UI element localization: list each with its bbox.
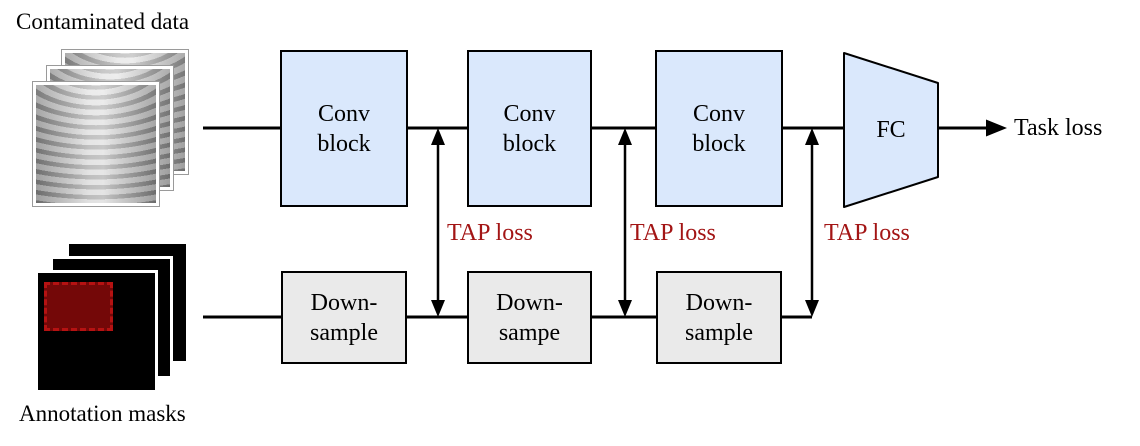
tap-arrow-1: [431, 128, 445, 317]
conv-block-2: Conv block: [467, 50, 592, 207]
tap-arrow-3: [805, 128, 819, 317]
task-loss-arrowhead: [986, 119, 1007, 137]
fc-block-label: FC: [876, 117, 906, 143]
tap-loss-label-3: TAP loss: [824, 220, 910, 246]
downsample-block-3-label: Down- sample: [685, 289, 753, 346]
downsample-block-2: Down- sampe: [467, 271, 592, 364]
conv-block-2-label: Conv block: [502, 100, 557, 157]
tap-arrow-2: [618, 128, 632, 317]
red-dashed-annotation-region-icon: [44, 282, 113, 331]
conv-block-1-label: Conv block: [317, 100, 371, 157]
conv-block-1: Conv block: [280, 50, 408, 207]
xray-image-front: [32, 81, 160, 207]
fc-block: FC: [843, 52, 939, 208]
task-loss-label: Task loss: [1014, 115, 1103, 141]
downsample-block-2-label: Down- sampe: [496, 289, 563, 346]
annotation-mask-front: [35, 270, 158, 393]
downsample-block-1: Down- sample: [281, 271, 407, 364]
downsample-block-1-label: Down- sample: [310, 289, 378, 346]
conv-block-3: Conv block: [655, 50, 783, 207]
tap-loss-label-1: TAP loss: [447, 220, 533, 246]
conv-block-3-label: Conv block: [692, 100, 746, 157]
downsample-block-3: Down- sample: [656, 271, 782, 364]
annotation-masks-label: Annotation masks: [19, 401, 186, 426]
tap-loss-label-2: TAP loss: [630, 220, 716, 246]
fc-trapezoid-shape: [843, 52, 939, 208]
contaminated-data-label: Contaminated data: [16, 9, 190, 34]
